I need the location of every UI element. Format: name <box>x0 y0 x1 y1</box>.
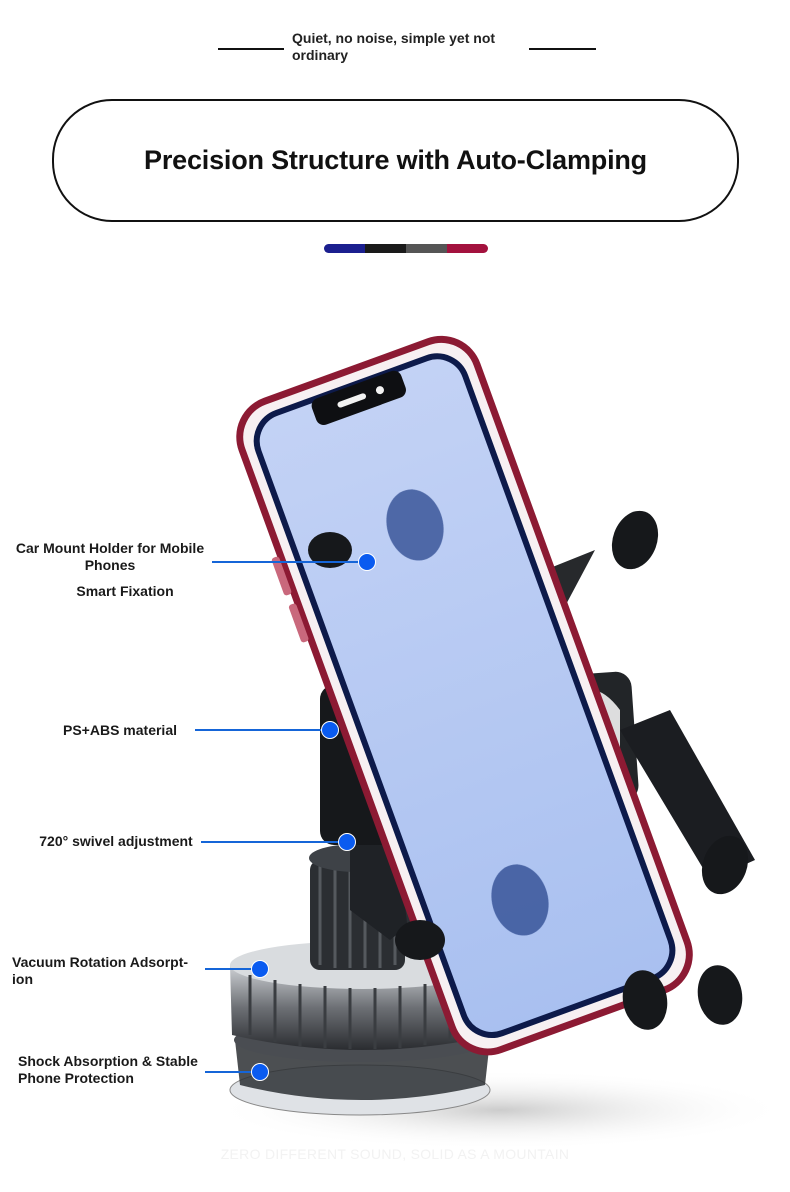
page-title: Precision Structure with Auto-Clamping <box>144 145 647 175</box>
callout-vacuum-dot <box>251 960 269 978</box>
callout-swivel-label: 720° swivel adjustment <box>39 833 193 849</box>
callout-material-label: PS+ABS material <box>63 722 177 738</box>
callout-fixation-label: Smart Fixation <box>76 583 174 599</box>
callout-shock-label: Shock Absorption & Stable Phone Protecti… <box>18 1053 198 1086</box>
swatch-black <box>365 244 406 253</box>
swatch-navy <box>324 244 365 253</box>
title-banner: Precision Structure with Auto-Clamping <box>52 99 739 222</box>
callout-shock-dot <box>251 1063 269 1081</box>
callout-material-line <box>195 729 325 731</box>
callout-holder-label: Car Mount Holder for Mobile Phones <box>15 540 205 573</box>
callout-holder-dot <box>358 553 376 571</box>
callout-material-dot <box>321 721 339 739</box>
phone <box>236 335 693 1056</box>
footer-slogan: ZERO DIFFERENT SOUND, SOLID AS A MOUNTAI… <box>220 1146 570 1162</box>
callout-shock-line <box>205 1071 255 1073</box>
color-swatch-bar <box>324 244 488 253</box>
phone-holder-illustration <box>210 335 790 1150</box>
tagline-left-rule <box>218 48 284 50</box>
callout-vacuum-label: Vacuum Rotation Adsorpt-ion <box>12 954 189 987</box>
tagline-right-rule <box>529 48 596 50</box>
callout-swivel-dot <box>338 833 356 851</box>
callout-vacuum-line <box>205 968 255 970</box>
tagline: Quiet, no noise, simple yet not ordinary <box>292 30 496 63</box>
swatch-crimson <box>447 244 488 253</box>
callout-swivel-line <box>201 841 341 843</box>
swatch-gray <box>406 244 447 253</box>
tagline-row: Quiet, no noise, simple yet not ordinary <box>0 30 790 70</box>
callout-holder-line <box>212 561 362 563</box>
suction-base <box>229 844 497 1116</box>
